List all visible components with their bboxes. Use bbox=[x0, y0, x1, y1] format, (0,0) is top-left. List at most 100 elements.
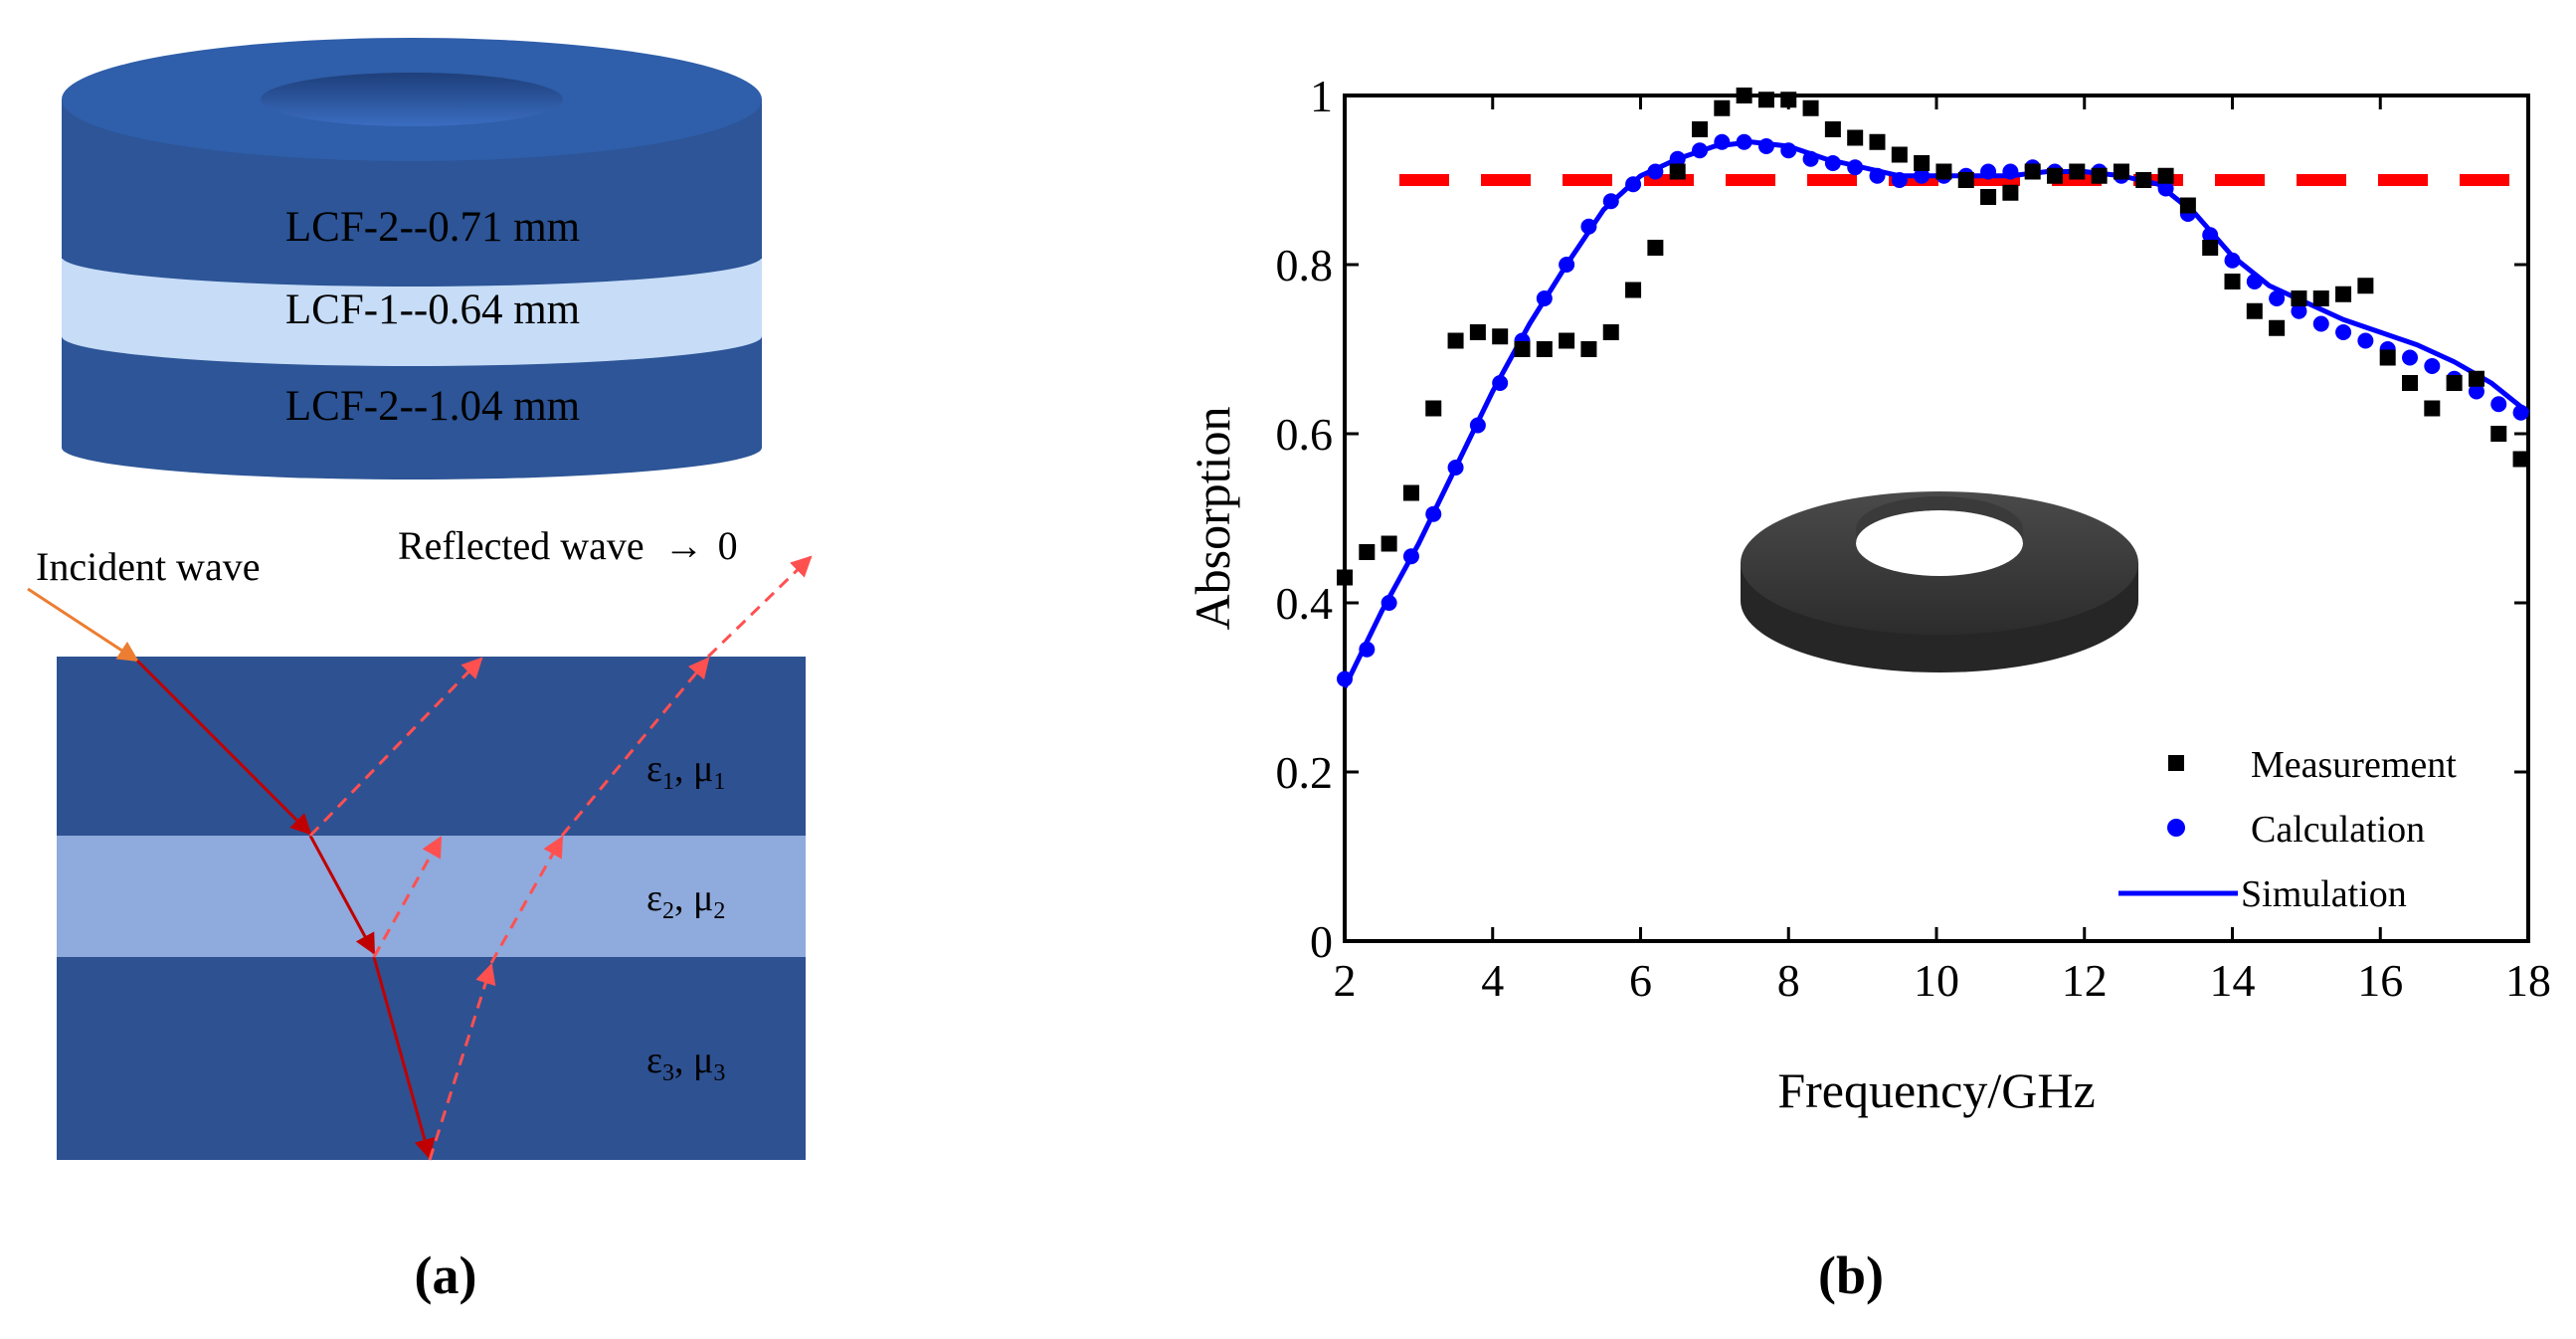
calculation-point bbox=[1359, 641, 1376, 658]
calculation-point bbox=[1580, 218, 1597, 235]
measurement-point bbox=[2291, 290, 2307, 306]
measurement-point bbox=[1469, 324, 1486, 340]
calculation-point bbox=[2424, 358, 2441, 374]
calculation-point bbox=[1337, 670, 1353, 687]
calculation-point bbox=[2468, 383, 2484, 400]
measurement-point bbox=[2379, 349, 2396, 366]
panel-a: LCF-2--0.71 mm LCF-1--0.64 mm LCF-2--1.0… bbox=[27, 38, 813, 1305]
reflected-wave-label: Reflected wave → 0 bbox=[398, 523, 738, 568]
calculation-point bbox=[2002, 163, 2019, 180]
calculation-point bbox=[2335, 324, 2352, 340]
measurement-point bbox=[1559, 332, 1575, 349]
calculation-point bbox=[1692, 142, 1708, 159]
measurement-point bbox=[2246, 302, 2263, 319]
calculation-point bbox=[2157, 180, 2174, 197]
calculation-point bbox=[1536, 290, 1553, 306]
calculation-point bbox=[1602, 193, 1619, 210]
measurement-point bbox=[1580, 341, 1597, 357]
y-tick-label: 0.2 bbox=[1276, 747, 1334, 798]
legend-label-calculation: Calculation bbox=[2251, 809, 2425, 851]
y-tick-label: 1 bbox=[1310, 71, 1333, 121]
measurement-point bbox=[1847, 129, 1864, 146]
measurement-point bbox=[1957, 172, 1974, 188]
measurement-point bbox=[2202, 240, 2219, 256]
calculation-point bbox=[1714, 133, 1731, 150]
measurement-point bbox=[1914, 155, 1931, 171]
layer-1 bbox=[57, 657, 806, 836]
refracted-ray-3 bbox=[372, 956, 436, 1161]
measurement-point bbox=[1492, 328, 1509, 345]
refracted-ray-2 bbox=[308, 835, 376, 955]
measurement-point bbox=[2047, 167, 2063, 184]
measurement-point bbox=[2446, 375, 2463, 391]
wave-paths bbox=[27, 555, 813, 1161]
calculation-point bbox=[1869, 167, 1886, 184]
cylinder-label-bottom: LCF-2--1.04 mm bbox=[285, 383, 580, 430]
calculation-point bbox=[1847, 159, 1864, 176]
cylinder-base bbox=[62, 416, 762, 479]
measurement-point bbox=[2424, 400, 2441, 417]
reflected-wave-text: Reflected wave bbox=[398, 523, 644, 568]
measurement-point bbox=[2357, 278, 2374, 294]
calculation-point bbox=[2224, 252, 2241, 269]
measurement-point bbox=[1980, 189, 1997, 205]
layer-3-params: ε3, μ3 bbox=[646, 1040, 725, 1086]
measurement-point bbox=[1337, 569, 1353, 586]
cylinder-top-curve bbox=[62, 227, 762, 287]
measurement-point bbox=[1757, 92, 1774, 108]
measurement-point bbox=[2091, 167, 2108, 184]
calculation-point bbox=[1914, 167, 1931, 184]
calculation-point bbox=[2291, 302, 2307, 319]
measurement-point bbox=[2024, 163, 2041, 180]
caption-b: (b) bbox=[1818, 1245, 1884, 1305]
measurement-point bbox=[1625, 282, 1642, 298]
refracted-ray-1 bbox=[135, 659, 312, 836]
cylinder-middle-curve bbox=[62, 306, 762, 366]
y-tick-label: 0 bbox=[1310, 916, 1333, 967]
measurement-point bbox=[1780, 92, 1797, 108]
measurement-point bbox=[2490, 426, 2507, 442]
measurement-point bbox=[2179, 197, 2196, 214]
y-axis-label: Absorption bbox=[1185, 407, 1240, 631]
cylinder-hole bbox=[261, 73, 563, 126]
measurement-point bbox=[1935, 163, 1952, 180]
layer-2-params: ε2, μ2 bbox=[646, 877, 725, 924]
measurement-point bbox=[2512, 451, 2529, 468]
layer-3 bbox=[57, 957, 806, 1160]
measurement-series bbox=[1337, 88, 2529, 586]
calculation-point bbox=[1647, 163, 1664, 180]
measurement-point bbox=[1359, 544, 1376, 560]
legend-marker-measurement bbox=[2168, 755, 2184, 771]
measurement-point bbox=[2312, 290, 2329, 306]
calculation-point bbox=[2512, 404, 2529, 421]
y-tick-label: 0.4 bbox=[1276, 578, 1334, 629]
y-tick-label: 0.8 bbox=[1276, 240, 1334, 290]
calculation-point bbox=[2202, 227, 2219, 244]
measurement-point bbox=[1869, 133, 1886, 150]
measurement-point bbox=[1402, 484, 1419, 501]
legend-label-simulation: Simulation bbox=[2241, 873, 2407, 915]
cylinder-label-middle: LCF-1--0.64 mm bbox=[285, 287, 580, 333]
reflected-ray-1 bbox=[308, 657, 483, 838]
reflected-ray-4 bbox=[489, 836, 564, 964]
calculation-point bbox=[1559, 257, 1575, 273]
measurement-point bbox=[1802, 99, 1819, 116]
calculation-point bbox=[2490, 396, 2507, 413]
measurement-point bbox=[1380, 535, 1397, 552]
measurement-point bbox=[2113, 163, 2129, 180]
calculation-point bbox=[1757, 138, 1774, 154]
x-tick-label: 6 bbox=[1629, 955, 1652, 1006]
calculation-point bbox=[1669, 150, 1686, 167]
x-tick-label: 14 bbox=[2210, 955, 2256, 1006]
x-tick-label: 12 bbox=[2062, 955, 2108, 1006]
calculation-point bbox=[1425, 505, 1442, 522]
reflected-ray-out bbox=[706, 555, 813, 659]
measurement-point bbox=[1514, 341, 1531, 357]
calculation-series bbox=[1337, 133, 2529, 687]
calculation-point bbox=[1824, 155, 1841, 171]
measurement-point bbox=[1669, 163, 1686, 180]
calculation-point bbox=[2357, 332, 2374, 349]
x-tick-label: 2 bbox=[1334, 955, 1357, 1006]
